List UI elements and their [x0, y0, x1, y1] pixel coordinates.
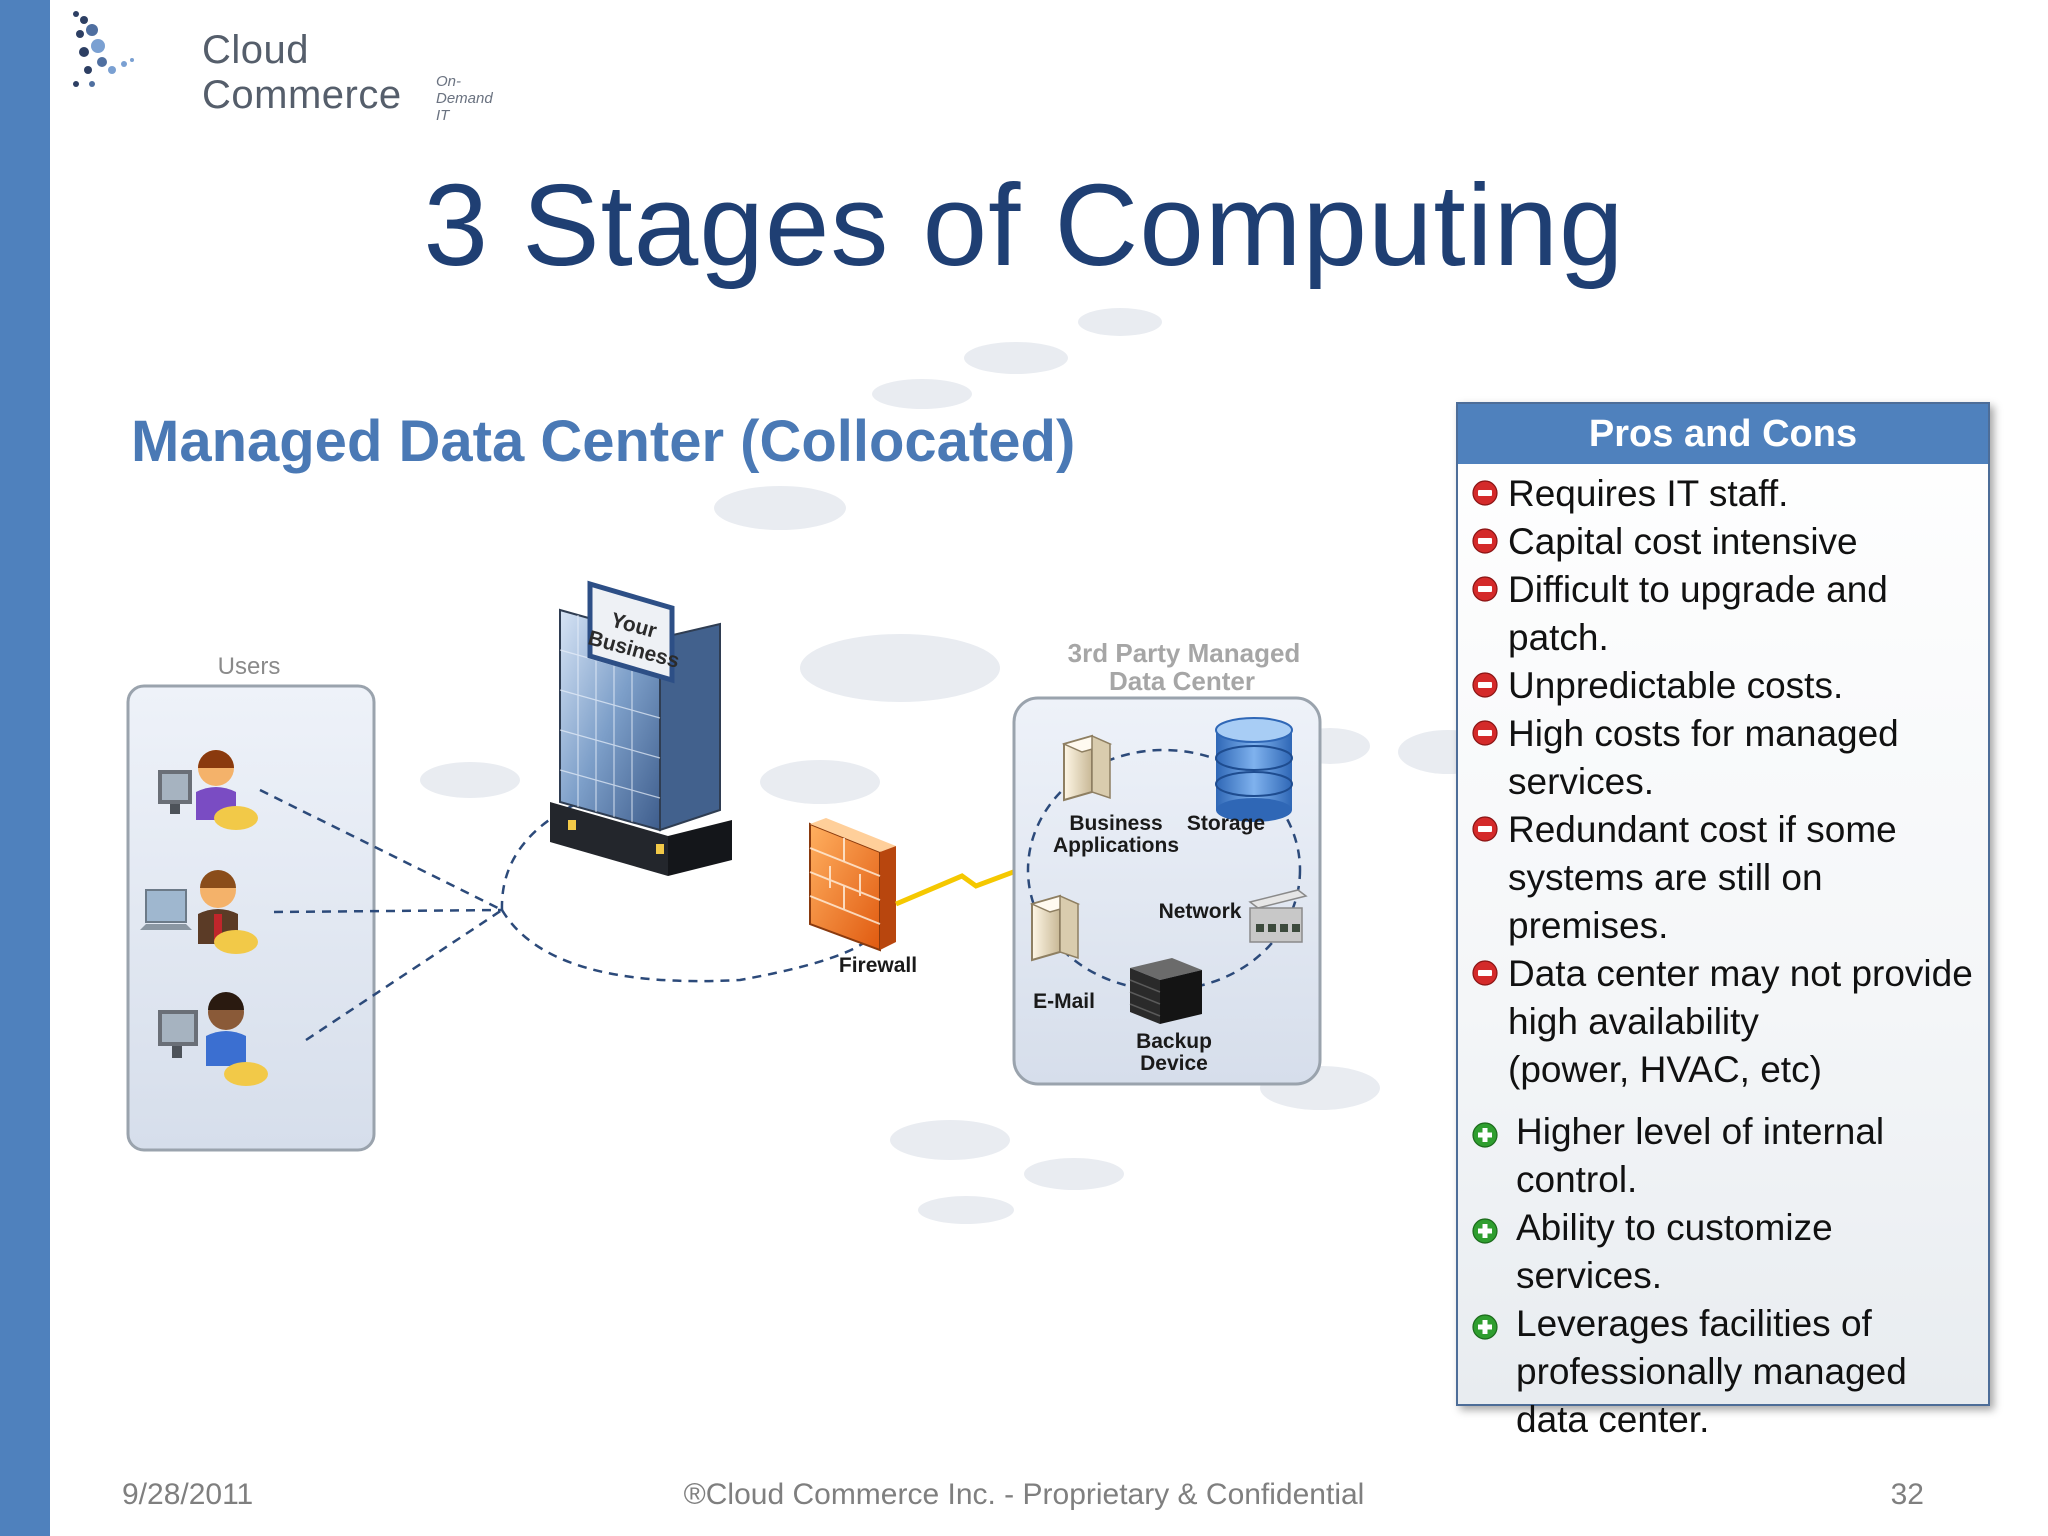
company-logo: Cloud Commerce On-Demand IT: [66, 4, 506, 124]
datacenter-label-line2: Data Center: [1109, 666, 1255, 696]
con-text: High costs for managed: [1508, 713, 1899, 754]
page-number: 32: [1890, 1478, 1924, 1511]
con-text: Data center may not provide: [1508, 953, 1973, 994]
firewall-label: Firewall: [839, 954, 917, 977]
con-text: Unpredictable costs.: [1508, 665, 1844, 706]
pro-text: Higher level of internal: [1516, 1111, 1885, 1152]
logo-tagline: On-Demand IT: [436, 73, 493, 124]
network-switch-icon: [1248, 889, 1308, 943]
con-text-continued: services.: [1508, 761, 1654, 802]
con-item: Difficult to upgrade and patch.: [1458, 566, 1988, 662]
con-item: Requires IT staff.: [1458, 470, 1988, 518]
business-apps-label-line1: Business: [1069, 812, 1162, 835]
logo-name: Cloud Commerce: [202, 28, 402, 117]
pros-cons-list: Requires IT staff. Capital cost intensiv…: [1458, 470, 1988, 1444]
con-text: Redundant cost if some: [1508, 809, 1897, 850]
con-item: High costs for managed services.: [1458, 710, 1988, 806]
footer-date: 9/28/2011: [122, 1478, 254, 1511]
firewall-icon: [809, 818, 896, 952]
application-server-icon: [1061, 734, 1113, 802]
con-text-continued: patch.: [1508, 617, 1609, 658]
network-diagram: Users: [126, 580, 1322, 1152]
minus-icon: [1472, 480, 1498, 506]
slide-subtitle: Managed Data Center (Collocated): [131, 409, 1076, 474]
logo-dots-icon: [73, 11, 134, 87]
con-item: Redundant cost if some systems are still…: [1458, 806, 1988, 950]
minus-icon: [1472, 528, 1498, 554]
email-label: E-Mail: [1033, 990, 1095, 1013]
backup-device-icon: [1129, 958, 1202, 1024]
con-item: Data center may not provide high availab…: [1458, 950, 1988, 1094]
backup-label-line2: Device: [1140, 1052, 1208, 1075]
minus-icon: [1472, 816, 1498, 842]
users-label: Users: [218, 653, 281, 680]
storage-database-icon: [1215, 717, 1293, 822]
minus-icon: [1472, 960, 1498, 986]
con-item: Unpredictable costs.: [1458, 662, 1988, 710]
pro-text: Leverages facilities of: [1516, 1303, 1872, 1344]
pro-item: Higher level of internal control.: [1458, 1108, 1988, 1204]
pros-cons-panel: Pros and Cons Requires IT staff. Capital…: [1456, 402, 1990, 1440]
footer-copyright: ®Cloud Commerce Inc. - Proprietary & Con…: [683, 1478, 1365, 1511]
pro-text: Ability to customize: [1516, 1207, 1833, 1248]
minus-icon: [1472, 672, 1498, 698]
con-text: Capital cost intensive: [1508, 521, 1858, 562]
list-spacer: [1458, 1094, 1988, 1108]
con-text-continued: high availability: [1508, 1001, 1759, 1042]
left-accent-bar: [0, 0, 50, 1536]
con-text-continued: systems are still on premises.: [1508, 857, 1823, 946]
datacenter-label-line1: 3rd Party Managed: [1068, 638, 1301, 668]
pro-text-continued: services.: [1516, 1255, 1662, 1296]
office-building-icon: Your Business: [550, 580, 732, 876]
backup-label-line1: Backup: [1136, 1030, 1212, 1053]
user-headset-icon: [158, 750, 258, 830]
pros-cons-header: Pros and Cons: [1458, 404, 1988, 464]
user-monitor-icon: [158, 992, 268, 1086]
con-item: Capital cost intensive: [1458, 518, 1988, 566]
business-apps-label-line2: Applications: [1053, 834, 1179, 857]
plus-icon: [1472, 1314, 1498, 1340]
pro-item: Ability to customize services.: [1458, 1204, 1988, 1300]
plus-icon: [1472, 1218, 1498, 1244]
minus-icon: [1472, 720, 1498, 746]
minus-icon: [1472, 576, 1498, 602]
plus-icon: [1472, 1122, 1498, 1148]
lightning-link-icon: [895, 859, 1041, 907]
user-laptop-icon: [140, 870, 258, 954]
slide-title: 3 Stages of Computing: [423, 160, 1625, 290]
pro-text-continued: professionally managed: [1516, 1351, 1907, 1392]
con-text-continued: (power, HVAC, etc): [1508, 1049, 1822, 1090]
network-label: Network: [1159, 900, 1242, 923]
con-text: Difficult to upgrade and: [1508, 569, 1888, 610]
pro-text-continued: data center.: [1516, 1399, 1710, 1440]
email-server-icon: [1029, 894, 1081, 962]
pro-item: Leverages facilities of professionally m…: [1458, 1300, 1988, 1444]
storage-label: Storage: [1187, 812, 1265, 835]
con-text: Requires IT staff.: [1508, 473, 1789, 514]
pro-text-continued: control.: [1516, 1159, 1638, 1200]
